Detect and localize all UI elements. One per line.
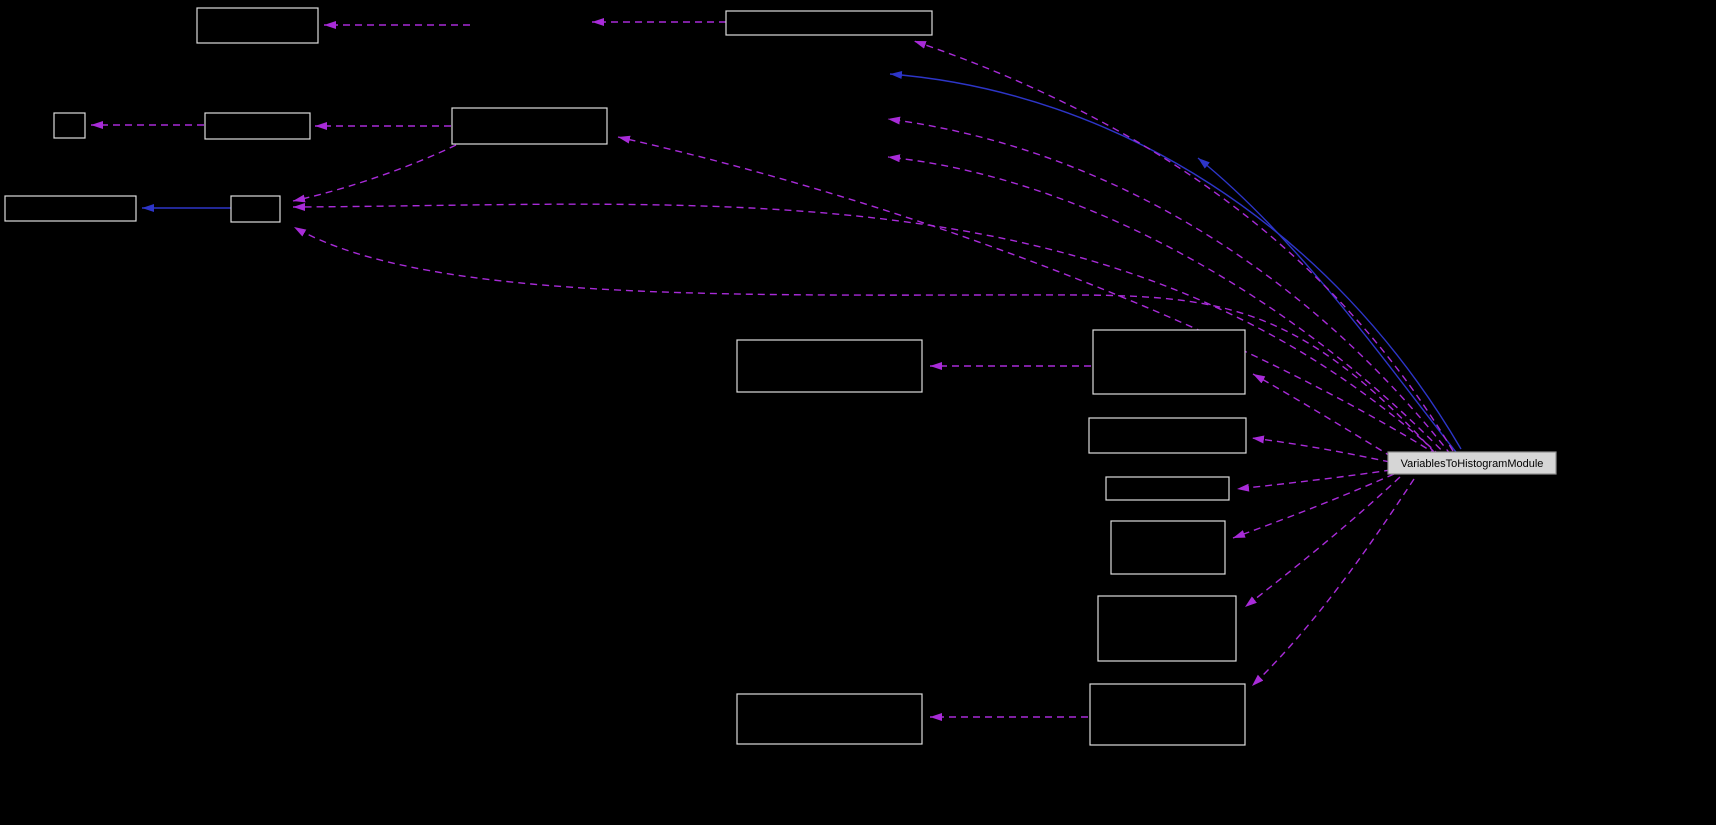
class-node-12[interactable] <box>1110 520 1226 575</box>
class-node-14[interactable] <box>1089 683 1246 746</box>
nodes-layer: VariablesToHistogramModule <box>4 7 1557 746</box>
usage-edge-3 <box>913 40 1454 452</box>
class-node-6[interactable] <box>4 195 137 222</box>
edges-layer <box>91 18 1462 721</box>
usage-edge-13 <box>1236 469 1392 492</box>
class-node-1[interactable] <box>196 7 319 44</box>
usage-edge-12 <box>1251 435 1391 463</box>
class-node-10[interactable] <box>1088 417 1247 454</box>
class-node-6-box[interactable] <box>4 195 137 222</box>
class-node-8[interactable] <box>736 339 923 393</box>
class-node-10-box[interactable] <box>1088 417 1247 454</box>
current-class-node-box[interactable] <box>1387 451 1557 475</box>
class-node-7[interactable] <box>230 195 281 223</box>
usage-edge-9 <box>293 226 1452 472</box>
usage-edge-6 <box>617 135 1448 462</box>
usage-edge-8 <box>292 202 1450 465</box>
class-node-5-box[interactable] <box>451 107 608 145</box>
usage-edge-16 <box>1251 478 1415 687</box>
inheritance-edge-2 <box>889 70 1462 450</box>
class-node-12-box[interactable] <box>1110 520 1226 575</box>
usage-edge-7 <box>292 144 457 203</box>
class-node-2-box[interactable] <box>725 10 933 36</box>
usage-edge-14 <box>1232 473 1395 539</box>
usage-edge-5 <box>887 154 1450 459</box>
class-node-15[interactable] <box>736 693 923 745</box>
current-class-node[interactable]: VariablesToHistogramModule <box>1387 451 1557 475</box>
current-class-node-label: VariablesToHistogramModule <box>1401 458 1544 470</box>
usage-edge-15 <box>1244 476 1401 608</box>
class-node-3[interactable] <box>53 112 86 139</box>
inheritance-edge-3 <box>1197 157 1457 453</box>
class-node-15-box[interactable] <box>736 693 923 745</box>
class-node-4-box[interactable] <box>204 112 311 140</box>
class-node-2[interactable] <box>725 10 933 36</box>
class-node-9-box[interactable] <box>1092 329 1246 395</box>
class-node-14-box[interactable] <box>1089 683 1246 746</box>
class-node-3-box[interactable] <box>53 112 86 139</box>
class-node-7-box[interactable] <box>230 195 281 223</box>
usage-edge-4 <box>887 116 1452 456</box>
class-node-8-box[interactable] <box>736 339 923 393</box>
class-node-5[interactable] <box>451 107 608 145</box>
class-node-4[interactable] <box>204 112 311 140</box>
class-node-11[interactable] <box>1105 476 1230 501</box>
class-node-13-box[interactable] <box>1097 595 1237 662</box>
class-node-11-box[interactable] <box>1105 476 1230 501</box>
class-node-1-box[interactable] <box>196 7 319 44</box>
class-node-13[interactable] <box>1097 595 1237 662</box>
usage-edge-11 <box>1252 373 1393 458</box>
class-node-9[interactable] <box>1092 329 1246 395</box>
